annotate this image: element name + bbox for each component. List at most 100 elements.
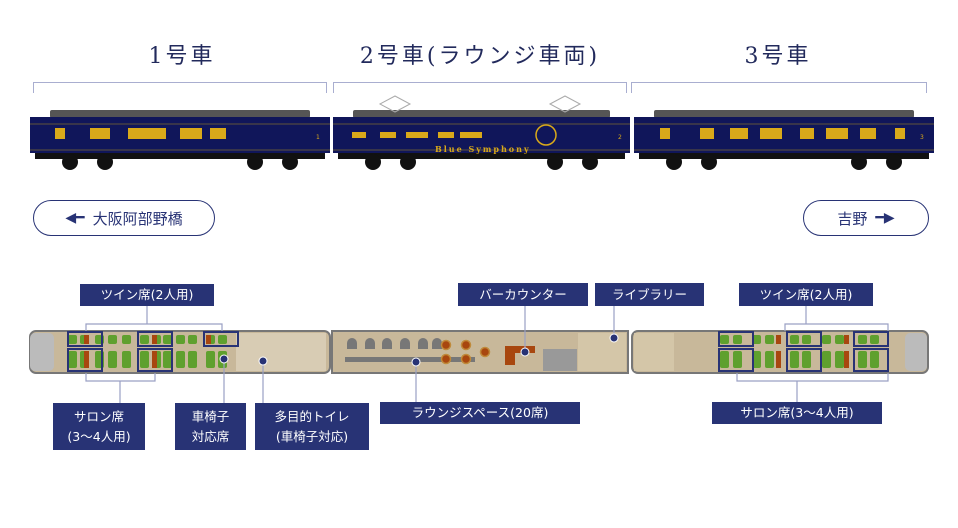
table [84, 335, 89, 344]
seat [752, 335, 761, 344]
label-text: (車椅子対応) [275, 428, 349, 444]
highlight-box [137, 331, 173, 347]
wheel [701, 154, 717, 170]
seat [188, 335, 197, 344]
wheel [851, 154, 867, 170]
seat [122, 335, 131, 344]
seat [802, 335, 811, 344]
window [352, 132, 366, 138]
label-text: 車椅子 [191, 408, 230, 424]
round-table [479, 346, 491, 358]
seat [822, 351, 831, 368]
round-table [460, 353, 472, 365]
car-number: 2 [618, 134, 622, 141]
highlight-box [137, 348, 173, 372]
window [150, 128, 166, 139]
underfloor [639, 153, 929, 159]
car-3-title: 3号車 [744, 44, 812, 69]
car-roof [50, 110, 310, 118]
lounge-chair [347, 338, 357, 349]
window [438, 132, 454, 138]
lounge-chair [432, 338, 442, 349]
highlight-box [853, 331, 889, 347]
seat [68, 335, 77, 344]
seat [188, 351, 197, 368]
lounge-chair [418, 338, 428, 349]
seat [206, 351, 215, 368]
seat [822, 335, 831, 344]
lounge-chair [365, 338, 375, 349]
car-roof [353, 110, 610, 118]
direction-left-label: 大阪阿部野橋 [92, 209, 183, 228]
lounge-counter [345, 357, 475, 362]
highlight-box [718, 348, 754, 372]
seat [163, 335, 172, 344]
window [800, 128, 814, 139]
seat [858, 351, 867, 368]
seat [858, 335, 867, 344]
highlight-box [853, 348, 889, 372]
label-multipurpose-toilet: 多目的トイレ (車椅子対応) [255, 403, 369, 450]
lounge-chair [382, 338, 392, 349]
seat [218, 335, 227, 344]
direction-right-label: 吉野 [837, 209, 868, 228]
label-library: ライブラリー [595, 283, 704, 306]
bar-storage [543, 349, 577, 371]
car-1-bracket [33, 82, 327, 93]
cab [30, 333, 54, 371]
window [128, 128, 154, 139]
car-number: 3 [920, 134, 924, 141]
seat [790, 335, 799, 344]
round-table [460, 339, 472, 351]
wheel [400, 154, 416, 170]
window [700, 128, 714, 139]
seat [870, 335, 879, 344]
wheel [365, 154, 381, 170]
highlight-box [718, 331, 754, 347]
wheel [97, 154, 113, 170]
window [895, 128, 905, 139]
underfloor [338, 153, 625, 159]
wheel [582, 154, 598, 170]
table [844, 335, 849, 344]
window [180, 128, 202, 139]
leader-line [85, 306, 223, 331]
car-body [634, 117, 934, 153]
car-3-bracket [631, 82, 927, 93]
window [380, 132, 396, 138]
wheel [666, 154, 682, 170]
window [760, 128, 782, 139]
wheel [282, 154, 298, 170]
window [210, 128, 226, 139]
train-name-plate: Blue Symphony [435, 144, 531, 154]
label-salon-seat-car3: サロン席(3〜4人用) [712, 402, 882, 424]
seat [835, 335, 844, 344]
table [152, 335, 157, 344]
seat [140, 351, 149, 368]
window [730, 128, 748, 139]
table [84, 351, 89, 368]
window [660, 128, 670, 139]
seat [752, 351, 761, 368]
highlight-box [786, 331, 822, 347]
table [206, 335, 211, 344]
wheel [247, 154, 263, 170]
seat [802, 351, 811, 368]
marker-dot [520, 347, 530, 357]
marker-dot [219, 354, 229, 364]
car-2-title: 2号車(ラウンジ車両) [359, 44, 601, 69]
toilet-area [236, 333, 326, 371]
leader-line [736, 373, 889, 402]
label-twin-seat-car3: ツイン席(2人用) [739, 283, 873, 306]
table [844, 351, 849, 368]
wheel [62, 154, 78, 170]
seat [108, 351, 117, 368]
seat [108, 335, 117, 344]
label-text: 対応席 [191, 428, 230, 444]
window [460, 132, 482, 138]
highlight-box [203, 331, 239, 347]
direction-yoshino: 吉野 ━▶ [803, 200, 929, 236]
